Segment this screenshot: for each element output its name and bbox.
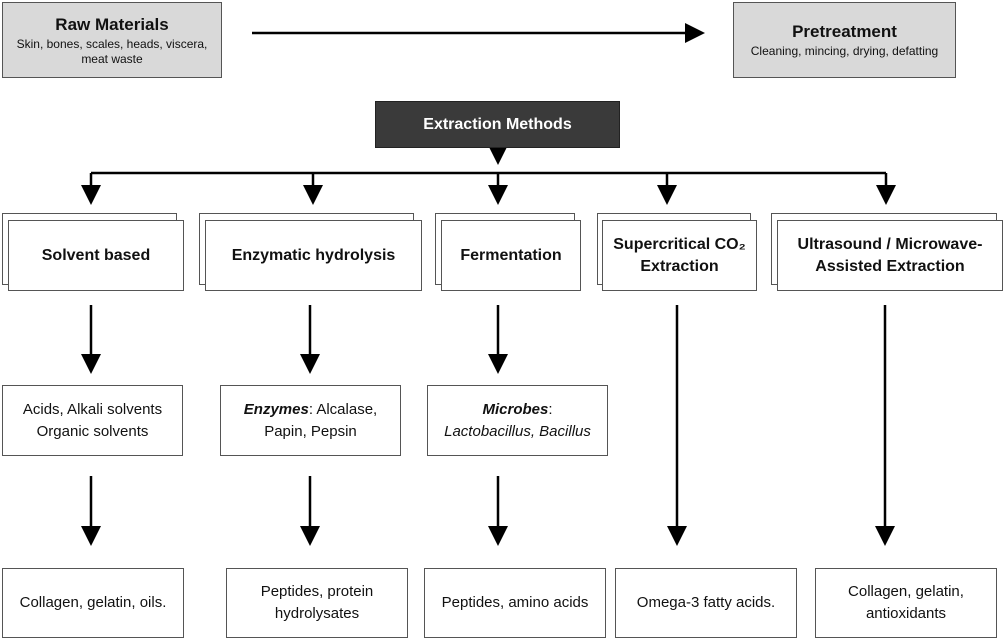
product-enzymatic-box: Peptides, protein hydrolysates <box>226 568 408 638</box>
product-line1: Collagen, gelatin, oils. <box>19 594 167 611</box>
method-ultrasound-microwave: Ultrasound / Microwave- Assisted Extract… <box>777 220 1003 291</box>
product-supercritical-box: Omega-3 fatty acids. <box>615 568 797 638</box>
method-enzymatic-hydrolysis: Enzymatic hydrolysis <box>205 220 422 291</box>
method-fermentation: Fermentation <box>441 220 581 291</box>
raw-materials-title: Raw Materials <box>55 14 169 34</box>
product-line1: Peptides, amino acids <box>441 594 589 611</box>
microbes-colon: : <box>548 400 553 418</box>
agent-line2: Lactobacillus, Bacillus <box>444 422 591 440</box>
product-line2: hydrolysates <box>274 605 360 622</box>
extraction-methods-title: Extraction Methods <box>423 115 572 133</box>
enzymes-list-start: : Alcalase, <box>308 400 378 418</box>
agent-line1: Microbes: <box>482 399 552 421</box>
agent-solvents-box: Acids, Alkali solvents Organic solvents <box>2 385 183 456</box>
pretreatment-box: Pretreatment Cleaning, mincing, drying, … <box>733 2 956 78</box>
product-solvent-box: Collagen, gelatin, oils. <box>2 568 184 638</box>
method-label: Enzymatic hydrolysis <box>231 246 396 264</box>
agent-line1: Enzymes: Alcalase, <box>244 399 377 421</box>
method-label: Solvent based <box>41 246 151 264</box>
product-line1: Collagen, gelatin, <box>848 583 964 600</box>
method-supercritical-co2: Supercritical CO₂ Extraction <box>602 220 757 291</box>
method-label: Ultrasound / Microwave- <box>797 235 983 253</box>
raw-materials-subtitle: Skin, bones, scales, heads, viscera, mea… <box>16 36 208 66</box>
method-label: Supercritical CO₂ <box>613 235 746 253</box>
product-line1: Omega-3 fatty acids. <box>636 594 776 611</box>
agent-line2: Organic solvents <box>36 422 149 440</box>
microbes-label: Microbes <box>482 400 549 418</box>
product-fermentation-box: Peptides, amino acids <box>424 568 606 638</box>
method-label: Fermentation <box>460 246 562 264</box>
pretreatment-title: Pretreatment <box>792 22 897 41</box>
agent-enzymes-box: Enzymes: Alcalase, Papin, Pepsin <box>220 385 401 456</box>
raw-materials-box: Raw Materials Skin, bones, scales, heads… <box>2 2 222 78</box>
extraction-methods-box: Extraction Methods <box>375 101 620 148</box>
pretreatment-subtitle: Cleaning, mincing, drying, defatting <box>750 44 939 58</box>
method-solvent-based: Solvent based <box>8 220 184 291</box>
product-ultrasound-box: Collagen, gelatin, antioxidants <box>815 568 997 638</box>
enzymes-label: Enzymes <box>243 400 309 418</box>
method-label-line2: Assisted Extraction <box>815 257 965 275</box>
method-label-line2: Extraction <box>640 257 719 275</box>
agent-line1: Acids, Alkali solvents <box>22 400 163 418</box>
product-line1: Peptides, protein <box>260 583 374 600</box>
agent-line2: Papin, Pepsin <box>264 422 357 440</box>
agent-microbes-box: Microbes: Lactobacillus, Bacillus <box>427 385 608 456</box>
product-line2: antioxidants <box>865 605 947 622</box>
